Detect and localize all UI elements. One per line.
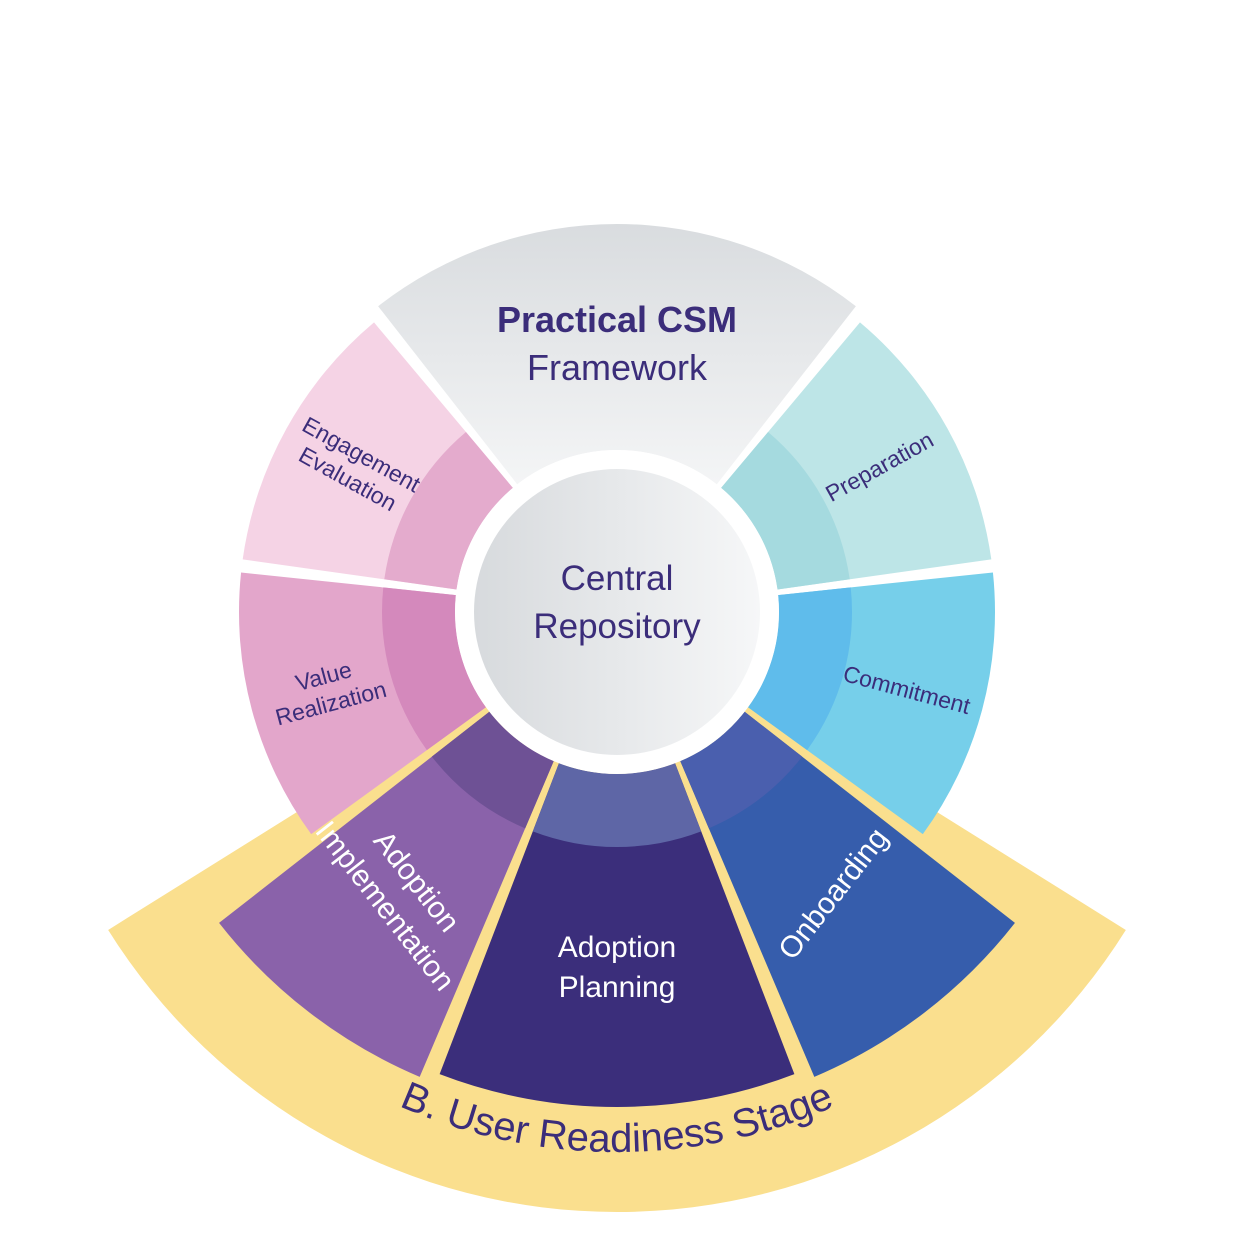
inner-rings-group [382, 431, 852, 847]
diagram-title-bold: Practical CSM [497, 299, 737, 340]
segment-inner-ring-engagement-evaluation [384, 431, 513, 590]
segment-adoption-implementation[interactable] [219, 711, 554, 1077]
segment-inner-ring-onboarding [680, 711, 803, 829]
segment-framework[interactable] [378, 224, 856, 485]
diagram-title-regular: Framework [527, 347, 708, 388]
label-adoption-planning-line-1: Adoption [558, 931, 676, 964]
center-label-line1: Central [561, 559, 674, 598]
central-repository-disc [474, 469, 760, 755]
segment-inner-ring-adoption-implementation [431, 711, 554, 829]
segment-inner-ring-adoption-planning [532, 763, 702, 847]
segment-inner-ring-value-realization [382, 587, 486, 751]
segment-inner-ring-preparation [721, 431, 850, 590]
center-label-line2: Repository [533, 607, 701, 646]
segment-onboarding[interactable] [680, 711, 1015, 1077]
segment-inner-ring-commitment [748, 587, 852, 751]
label-adoption-planning-line-2: Planning [559, 971, 676, 1004]
segment-adoption-planning[interactable] [439, 763, 795, 1108]
